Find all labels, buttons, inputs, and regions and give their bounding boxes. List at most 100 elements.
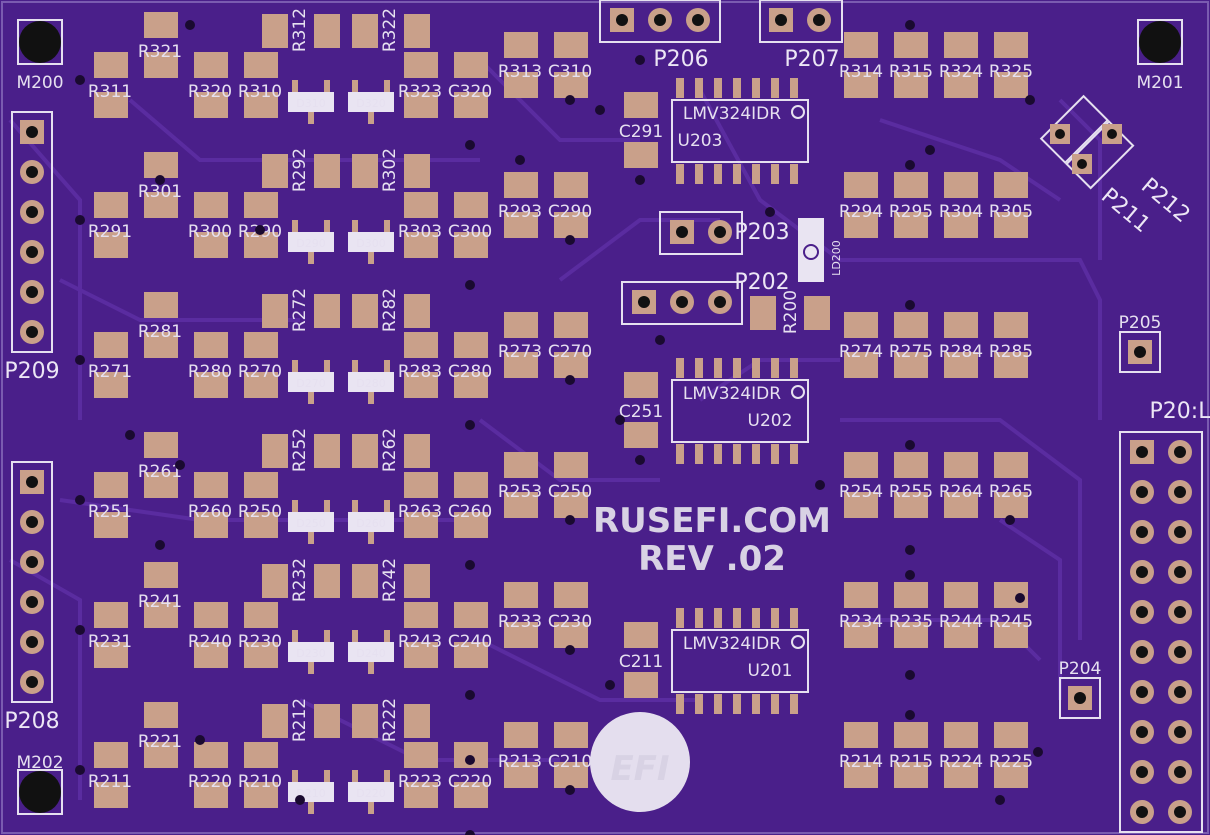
via [925, 145, 935, 155]
diode-label: D320 [356, 97, 385, 110]
smd-pad [308, 112, 314, 124]
silk-label: C320 [448, 82, 492, 102]
pin-drill [26, 636, 38, 648]
smd-pad [804, 296, 830, 330]
via [995, 795, 1005, 805]
silk-label: R243 [398, 632, 442, 652]
via [295, 795, 305, 805]
copper-trace [879, 118, 1062, 202]
smd-pad [844, 722, 878, 748]
smd-pad [894, 582, 928, 608]
silk-label: R270 [238, 362, 282, 382]
pin-drill [1174, 726, 1186, 738]
smd-pad [894, 622, 928, 648]
smd-pad [244, 742, 278, 768]
smd-pad [94, 602, 128, 628]
copper-trace [128, 98, 480, 162]
header-outline [11, 461, 53, 703]
smd-pad [404, 512, 438, 538]
smd-pad [994, 32, 1028, 58]
via [565, 785, 575, 795]
via [515, 155, 525, 165]
silk-label: R212 [290, 698, 310, 742]
pin-drill [714, 296, 726, 308]
silk-label: R283 [398, 362, 442, 382]
smd-pad [714, 608, 722, 628]
smd-pad [244, 512, 278, 538]
smd-pad [676, 694, 684, 714]
smd-pad [324, 770, 330, 782]
diode-label: D230 [296, 647, 325, 660]
pin-drill [1107, 129, 1117, 139]
smd-pad [144, 602, 178, 628]
smd-pad [368, 252, 374, 264]
smd-pad [504, 492, 538, 518]
via [905, 160, 915, 170]
smd-pad [144, 332, 178, 358]
copper-trace [59, 278, 300, 322]
smd-pad [790, 444, 798, 464]
connector-label: P207 [784, 47, 839, 72]
diode-body [348, 372, 394, 392]
pin-drill [26, 206, 38, 218]
mount-outline [17, 19, 63, 65]
smd-pad [324, 360, 330, 372]
silk-label: R291 [88, 222, 132, 242]
smd-pad [308, 662, 314, 674]
smd-pad [844, 212, 878, 238]
silk-label: R275 [889, 342, 933, 362]
silk-label: R254 [839, 482, 883, 502]
smd-pad [454, 642, 488, 668]
via [635, 55, 645, 65]
silk-label: R264 [939, 482, 983, 502]
copper-trace [478, 418, 660, 482]
pin1-mark [791, 105, 805, 119]
smd-pad [244, 602, 278, 628]
smd-pad [404, 742, 438, 768]
silk-label: R232 [290, 558, 310, 602]
silk-label: C310 [548, 62, 592, 82]
smd-pad [404, 472, 438, 498]
smd-pad [314, 564, 340, 598]
smd-pad [94, 52, 128, 78]
smd-pad [308, 252, 314, 264]
smd-pad [676, 78, 684, 98]
smd-pad [714, 358, 722, 378]
via [655, 335, 665, 345]
pin-drill [1174, 646, 1186, 658]
ic-ref-label: U203 [678, 131, 723, 151]
smd-pad [368, 802, 374, 814]
smd-pad [244, 642, 278, 668]
silk-label: R262 [380, 428, 400, 472]
testpoint-outline [1059, 677, 1101, 719]
silk-label: R315 [889, 62, 933, 82]
pin-drill [26, 516, 38, 528]
ic-ref-label: U201 [748, 661, 793, 681]
smd-pad [404, 782, 438, 808]
silk-label: C280 [448, 362, 492, 382]
smd-pad [194, 642, 228, 668]
silk-label: C300 [448, 222, 492, 242]
smd-pad [384, 220, 390, 232]
smd-pad [454, 782, 488, 808]
pin-drill [26, 126, 38, 138]
via [255, 225, 265, 235]
brand-line1: RUSEFI.COM [593, 501, 831, 541]
pin-drill [26, 286, 38, 298]
brand-line2: REV .02 [638, 539, 786, 579]
smd-pad [404, 642, 438, 668]
smd-pad [714, 164, 722, 184]
pin-drill [1136, 726, 1148, 738]
silk-label: R245 [989, 612, 1033, 632]
smd-pad [771, 694, 779, 714]
smd-pad [752, 444, 760, 464]
silk-label: R251 [88, 502, 132, 522]
smd-pad [894, 32, 928, 58]
pin-drill [1136, 766, 1148, 778]
smd-pad [352, 14, 378, 48]
smd-pad [194, 232, 228, 258]
smd-pad [262, 154, 288, 188]
smd-pad [624, 422, 658, 448]
header-outline [1119, 431, 1203, 833]
smd-pad [404, 332, 438, 358]
